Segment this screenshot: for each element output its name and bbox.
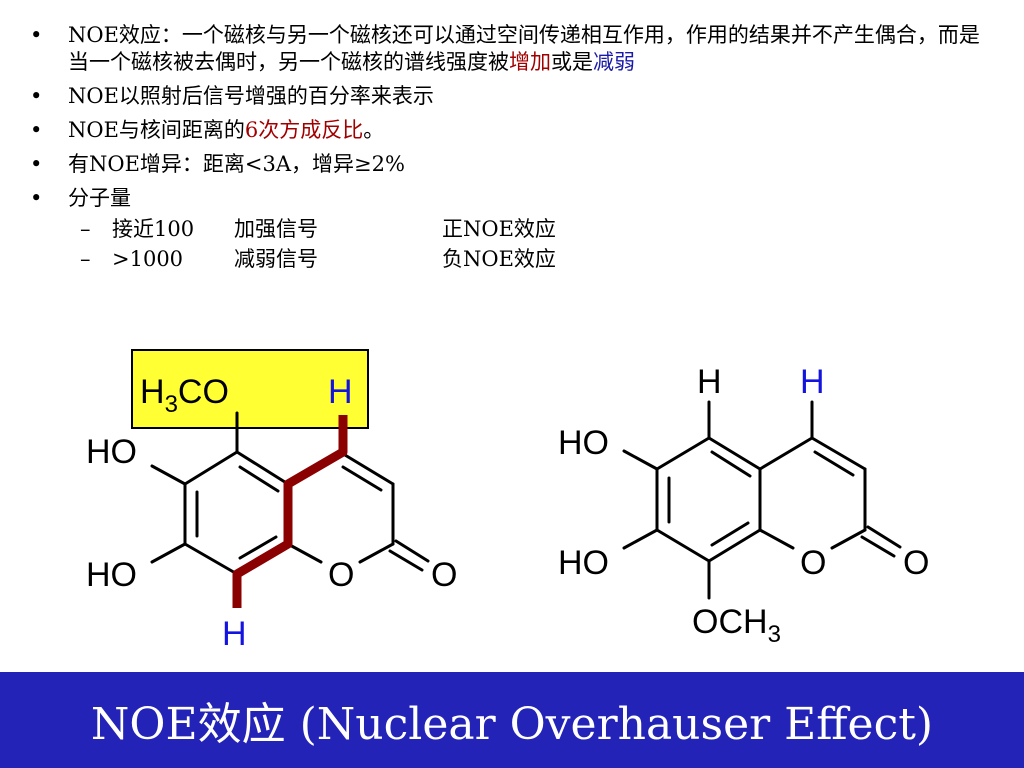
carbonyl-oxygen-label: O [431,556,457,594]
bond [183,450,239,486]
methoxy-label: OCH3 [692,603,781,648]
h-label-left: H [697,363,722,401]
coumarin-structure-2 [622,400,902,600]
hydroxy-label-lower: HO [558,544,609,582]
sub-bullet-small-molecule: – 接近100 加强信号 正NOE效应 [30,216,1000,246]
bond [150,542,187,564]
signal-change: 加强信号 [234,217,318,241]
methoxy-label: H3CO [140,373,229,418]
decrease-text: 减弱 [593,50,635,74]
double-bond-inner [238,465,280,493]
bond [150,464,187,486]
bullet-molecular-weight: • 分子量 [30,185,1000,212]
bond [358,542,395,564]
increase-text: 增加 [509,50,551,74]
bond [622,449,659,471]
bond [235,450,290,486]
hydroxy-label-upper: HO [86,433,137,471]
double-bond-inner [710,521,750,547]
signal-change: 减弱信号 [234,247,318,271]
molecule-2-labels: H H HO HO O O OCH3 [558,363,929,648]
bond [338,450,395,486]
molecular-weight-value: >1000 [112,247,184,271]
noe-sign: 负NOE效应 [442,247,556,271]
ring-oxygen-label: O [328,556,354,594]
noe-sign: 正NOE效应 [442,217,556,241]
ring-oxygen-label: O [800,544,826,582]
bullet-text: NOE以照射后信号增强的百分率来表示 [68,84,434,108]
bullet-text: NOE与核间距离的 [68,118,245,142]
carbonyl-oxygen-label: O [903,544,929,582]
inverse-sixth-power-text: 6次方成反比 [244,118,364,142]
bullet-noe-percentage: • NOE以照射后信号增强的百分率来表示 [30,83,1000,110]
bullet-dot: • [30,118,43,142]
bullet-text: NOE效应：一个磁核与另一个磁核还可以通过空间传递相互作用，作用的结果并不产生偶… [68,23,980,74]
h-label-bottom: H [222,615,247,653]
molecule-1-labels: H3CO H HO HO O O H [86,373,457,653]
bond [707,436,762,471]
bond [655,528,711,563]
title-bar: NOE效应 (Nuclear Overhauser Effect) [0,672,1024,768]
molecular-weight-value: 接近100 [112,217,195,241]
noe-highlight-box [131,349,369,429]
double-bond-inner [710,450,752,478]
bond [655,436,711,471]
bond [758,436,814,471]
bullet-noe-distance: • NOE与核间距离的6次方成反比。 [30,117,1000,144]
slide-title: NOE效应 (Nuclear Overhauser Effect) [90,699,934,750]
carbonyl-bond [394,539,430,563]
bond [830,528,867,550]
bullet-text: 有NOE增异：距离<3A，增异≥2% [68,152,405,176]
bullet-text-end: 。 [363,118,385,142]
bullet-list: • NOE效应：一个磁核与另一个磁核还可以通过空间传递相互作用，作用的结果并不产… [30,22,1000,276]
double-bond-inner [238,535,278,560]
sub-bullet-dash: – [80,247,91,271]
bond [758,528,795,550]
carbonyl-bond [388,549,424,572]
double-bond-inner [341,465,383,492]
bullet-dot: • [30,23,43,47]
bullet-dot: • [30,84,43,108]
structure-figure: H3CO H HO HO O O H [86,349,929,653]
double-bond-inner [813,450,855,477]
h-label-right: H [800,363,825,401]
bond [183,542,239,576]
or-text: 或是 [551,50,593,74]
bullet-dot: • [30,186,43,210]
carbonyl-bond [866,525,902,549]
bullet-text: 分子量 [68,186,131,210]
bullet-noe-definition: • NOE效应：一个磁核与另一个磁核还可以通过空间传递相互作用，作用的结果并不产… [30,22,1000,76]
bond [286,542,323,564]
h-label-top: H [328,373,353,411]
noe-interaction-path [232,415,348,608]
hydroxy-label-upper: HO [558,424,609,462]
bond [707,528,762,563]
hydroxy-label-lower: HO [86,556,137,594]
bullet-dot: • [30,152,43,176]
sub-bullet-large-molecule: – >1000 减弱信号 负NOE效应 [30,246,1000,276]
bullet-noe-threshold: • 有NOE增异：距离<3A，增异≥2% [30,151,1000,178]
bond [810,436,867,471]
sub-bullet-dash: – [80,217,91,241]
coumarin-structure-1 [131,349,430,608]
bond [622,528,659,550]
carbonyl-bond [860,535,896,558]
